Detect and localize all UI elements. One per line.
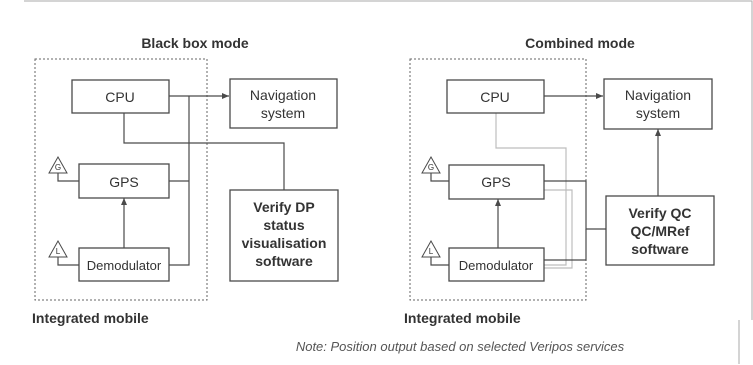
antenna-l-lead: [57, 257, 79, 266]
antenna-g-icon: G: [48, 155, 68, 174]
navigation-label-line2: system: [636, 105, 680, 121]
software-label-line2: status: [263, 217, 304, 233]
cpu-label: CPU: [105, 89, 135, 105]
cpu-internal-link: [495, 113, 567, 266]
integrated-mobile-label: Integrated mobile: [32, 310, 149, 326]
bus-line: [169, 96, 190, 266]
cpu-box: [446, 79, 545, 114]
software-box: [605, 195, 715, 266]
antenna-l-lead: [430, 257, 449, 266]
frame-border: [24, 0, 753, 364]
software-box: [229, 189, 339, 282]
demodulator-to-qc-line: [544, 229, 587, 261]
integrated-mobile-boundary: [409, 58, 587, 301]
navigation-label-line1: Navigation: [625, 87, 691, 103]
navigation-system-box: [603, 78, 713, 130]
black-box-mode-diagram: Black box mode CPU GPS Demodulator Navig…: [32, 35, 339, 326]
navigation-system-box: [229, 78, 338, 129]
antenna-l-icon: L: [421, 239, 441, 258]
integrated-mobile-boundary: [34, 58, 208, 301]
svg-text:G: G: [428, 163, 434, 172]
gps-to-qc-line: [544, 180, 606, 230]
gps-internal-link: [544, 189, 573, 269]
gps-box: [78, 163, 170, 199]
navigation-label-line1: Navigation: [250, 87, 316, 103]
antenna-l-icon: L: [48, 239, 68, 258]
antenna-g-icon: G: [421, 155, 441, 174]
software-label-line1: Verify DP: [253, 199, 314, 215]
diagram-title: Black box mode: [141, 35, 249, 51]
navigation-label-line2: system: [261, 105, 305, 121]
antenna-g-lead: [57, 173, 79, 182]
software-label-line4: software: [255, 253, 313, 269]
footnote: Note: Position output based on selected …: [296, 339, 625, 354]
cpu-label: CPU: [480, 89, 510, 105]
software-label-line3: software: [631, 241, 689, 257]
gps-box: [448, 164, 545, 200]
antenna-g-lead: [430, 173, 449, 182]
demodulator-label: Demodulator: [87, 258, 162, 273]
demodulator-box: [78, 247, 170, 282]
svg-text:L: L: [56, 247, 61, 256]
demodulator-label: Demodulator: [459, 258, 534, 273]
software-label-line3: visualisation: [242, 235, 327, 251]
gps-label: GPS: [109, 174, 139, 190]
software-label-line1: Verify QC: [628, 205, 691, 221]
gps-label: GPS: [481, 174, 511, 190]
demodulator-box: [448, 247, 545, 282]
software-label-line2: QC/MRef: [630, 223, 689, 239]
cpu-to-software-line: [123, 113, 285, 190]
combined-mode-diagram: Combined mode CPU GPS Demodulator Naviga…: [404, 35, 715, 326]
svg-text:G: G: [55, 163, 61, 172]
cpu-box: [71, 79, 170, 114]
svg-text:L: L: [429, 247, 434, 256]
diagram-title: Combined mode: [525, 35, 635, 51]
integrated-mobile-label: Integrated mobile: [404, 310, 521, 326]
